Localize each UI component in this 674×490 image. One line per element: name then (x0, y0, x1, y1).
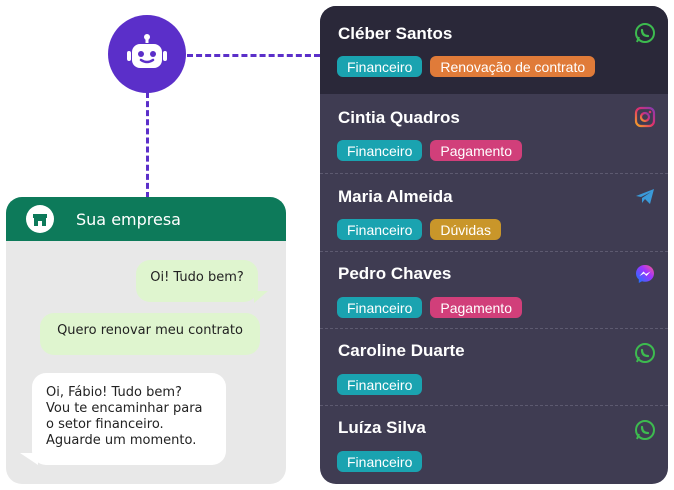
tag-duvidas: Dúvidas (430, 219, 501, 240)
tag-financeiro: Financeiro (337, 56, 423, 77)
contact-name: Cintia Quadros (338, 108, 460, 127)
tag-list: Financeiro Dúvidas (337, 219, 501, 240)
bubble-tail (20, 453, 38, 465)
message-outgoing: Quero renovar meu contrato (40, 313, 260, 355)
tag-financeiro: Financeiro (337, 219, 423, 240)
contacts-panel: Cléber Santos Financeiro Renovação de co… (320, 6, 668, 484)
chat-title: Sua empresa (76, 209, 181, 229)
connector-line-horizontal (187, 54, 320, 57)
tag-pagamento: Pagamento (430, 297, 522, 318)
tag-list: Financeiro (337, 374, 423, 395)
store-icon (26, 205, 54, 233)
message-text: Quero renovar meu contrato (57, 323, 243, 338)
bot-avatar (108, 15, 186, 93)
whatsapp-icon (634, 342, 656, 364)
contact-item[interactable]: Maria Almeida Financeiro Dúvidas (320, 174, 668, 252)
contact-item[interactable]: Luíza Silva Financeiro (320, 406, 668, 484)
contact-name: Maria Almeida (338, 187, 453, 206)
tag-list: Financeiro Pagamento (337, 297, 522, 318)
contact-item[interactable]: Caroline Duarte Financeiro (320, 329, 668, 406)
bubble-tail (254, 291, 268, 303)
contact-name: Luíza Silva (338, 418, 426, 437)
message-line: o setor financeiro. (46, 417, 164, 432)
message-line: Aguarde um momento. (46, 433, 197, 448)
tag-renovacao: Renovação de contrato (430, 56, 596, 77)
tag-financeiro: Financeiro (337, 451, 423, 472)
tag-pagamento: Pagamento (430, 140, 522, 161)
chat-header: Sua empresa (6, 197, 286, 241)
connector-line-vertical (146, 92, 149, 198)
tag-financeiro: Financeiro (337, 140, 423, 161)
contact-name: Pedro Chaves (338, 264, 452, 283)
whatsapp-icon (634, 419, 656, 441)
message-line: Vou te encaminhar para (46, 401, 203, 416)
messenger-icon (634, 263, 656, 285)
contact-item[interactable]: Pedro Chaves Financeiro Pagamento (320, 252, 668, 329)
instagram-icon (634, 106, 656, 128)
contact-item[interactable]: Cintia Quadros Financeiro Pagamento (320, 94, 668, 174)
message-outgoing: Oi! Tudo bem? (136, 260, 258, 302)
message-line: Oi, Fábio! Tudo bem? (46, 385, 182, 400)
message-incoming: Oi, Fábio! Tudo bem? Vou te encaminhar p… (32, 373, 226, 465)
robot-icon (127, 34, 167, 68)
whatsapp-icon (634, 22, 656, 44)
tag-list: Financeiro Pagamento (337, 140, 522, 161)
tag-financeiro: Financeiro (337, 297, 423, 318)
contact-item[interactable]: Cléber Santos Financeiro Renovação de co… (320, 6, 668, 94)
tag-financeiro: Financeiro (337, 374, 423, 395)
chat-window: Sua empresa Oi! Tudo bem? Quero renovar … (6, 197, 286, 484)
contact-name: Caroline Duarte (338, 341, 465, 360)
tag-list: Financeiro (337, 451, 423, 472)
contact-name: Cléber Santos (338, 24, 453, 43)
message-text: Oi! Tudo bem? (150, 270, 244, 285)
tag-list: Financeiro Renovação de contrato (337, 56, 596, 77)
telegram-icon (634, 185, 656, 207)
